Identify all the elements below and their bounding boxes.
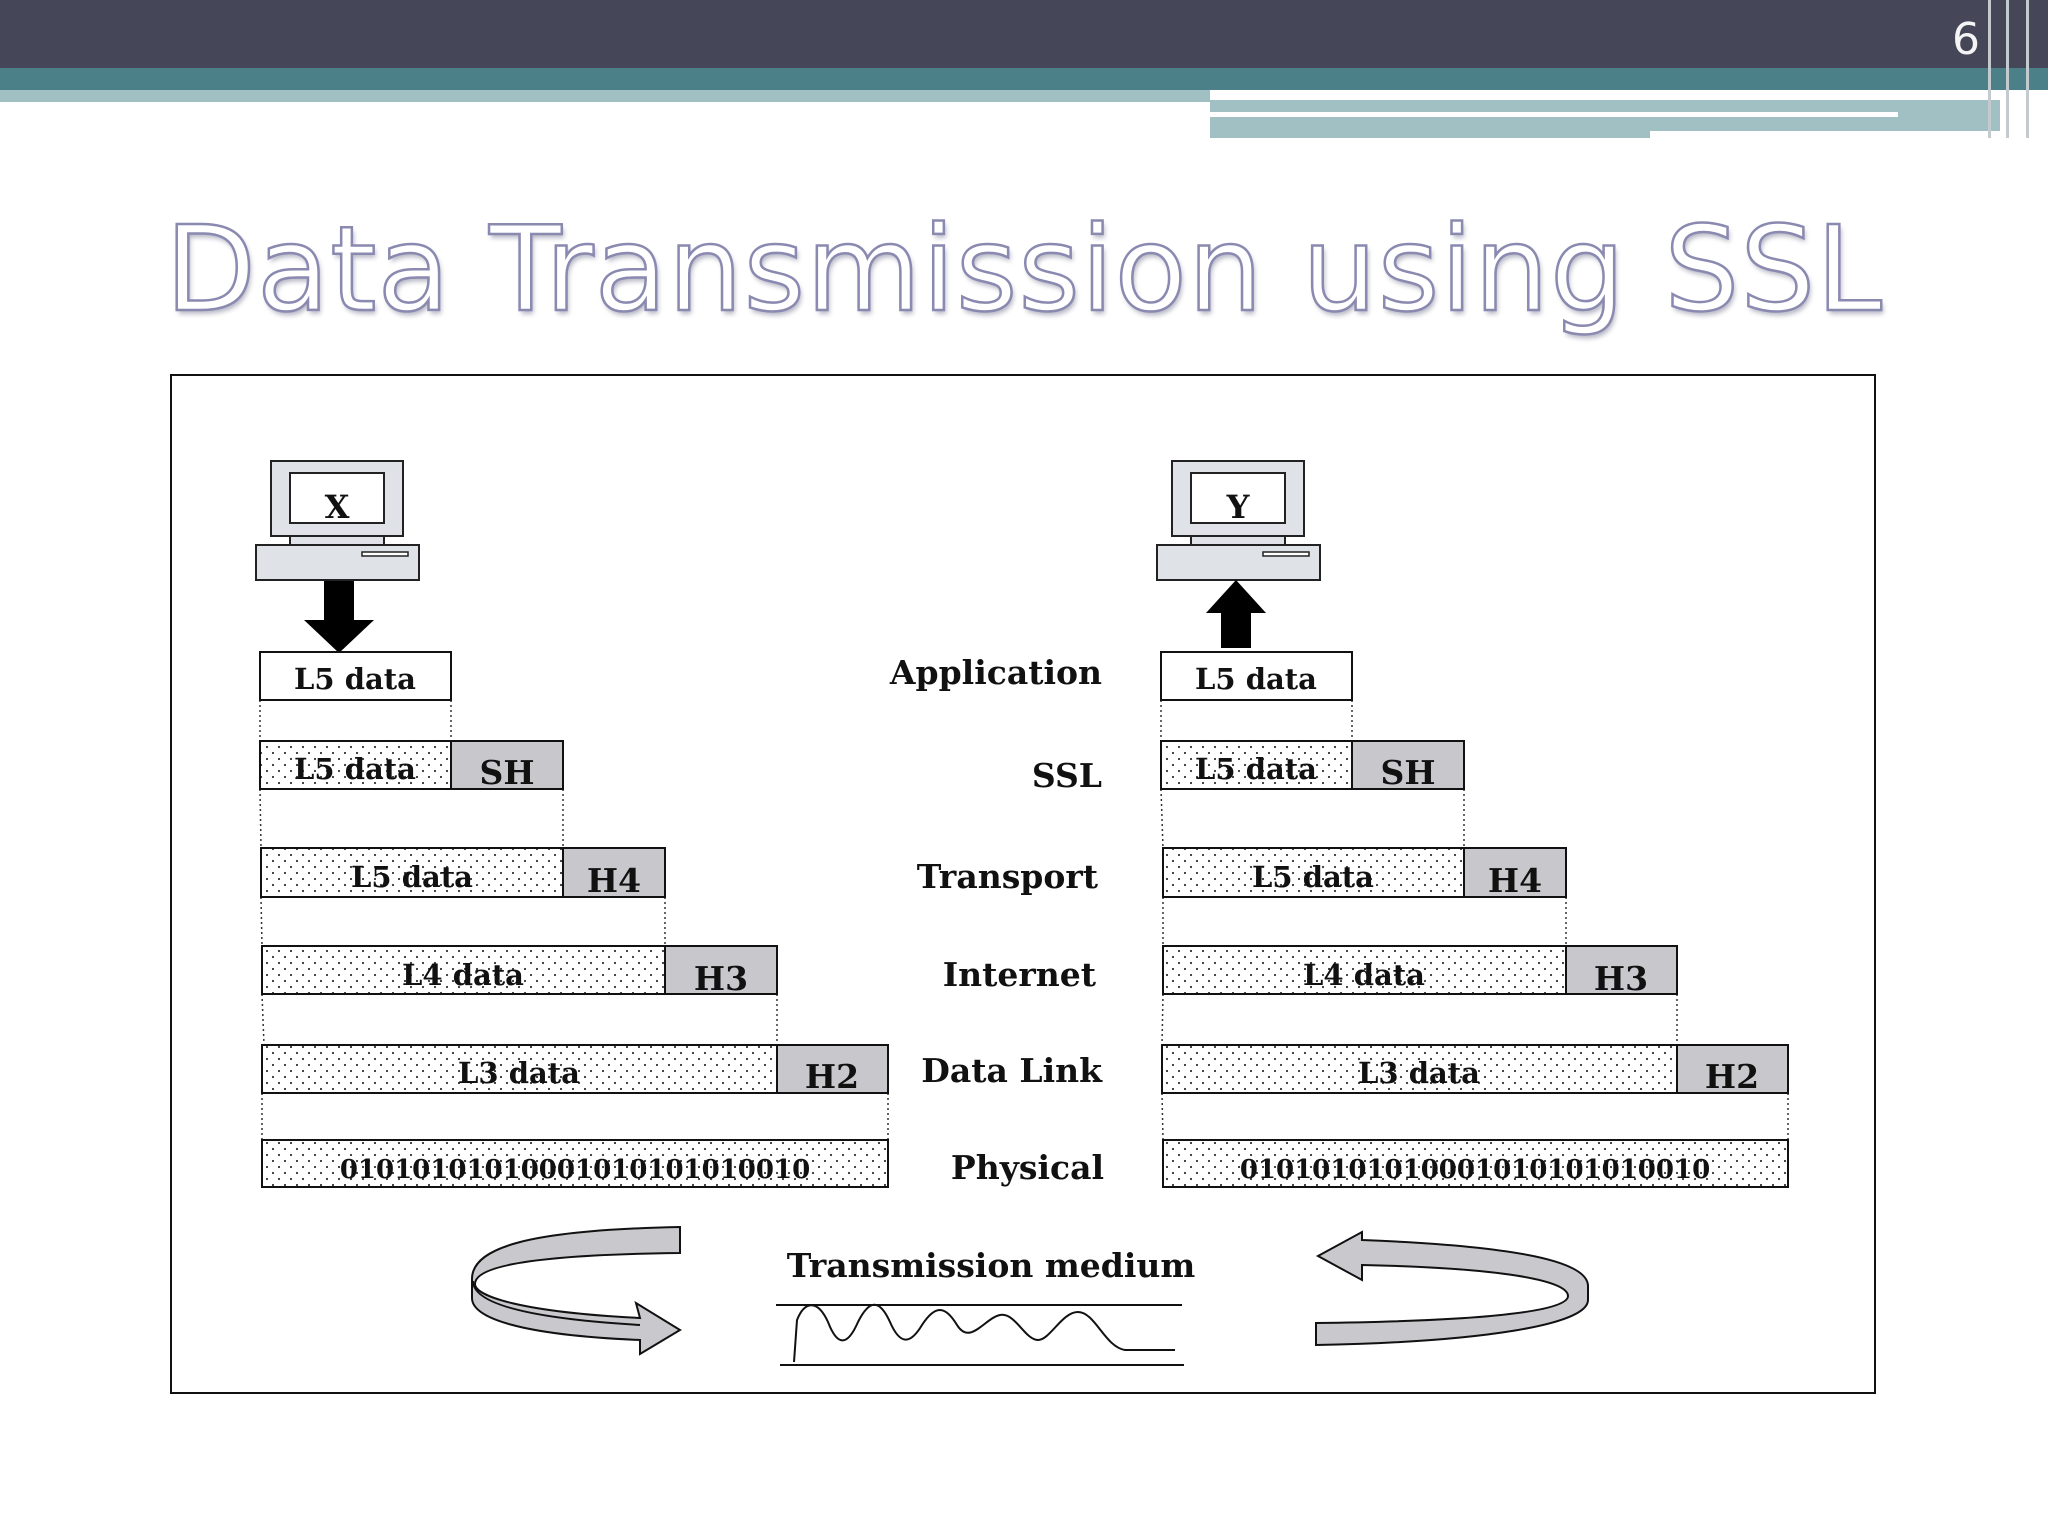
right-row5-bits: 01010101010001010101010010 xyxy=(1240,1155,1710,1185)
left-row1-data: L5 data xyxy=(294,752,416,786)
host-y-label: Y xyxy=(1226,488,1251,526)
left-row5-bits: 01010101010001010101010010 xyxy=(340,1155,810,1185)
layer-labels: Application SSL Transport Internet Data … xyxy=(889,653,1104,1187)
slide-top-bar xyxy=(0,0,2048,68)
white-line-lower xyxy=(1650,131,2048,138)
right-protocol-stack: L5 data L5 data SH L5 data H4 L4 data H3… xyxy=(1160,651,1789,1188)
left-row2-data: L5 data xyxy=(351,860,473,894)
light-stripe-left xyxy=(0,90,1210,102)
layer-label-transport: Transport xyxy=(917,857,1099,896)
right-row2-header: H4 xyxy=(1488,861,1542,900)
white-line-upper xyxy=(1210,112,1898,117)
right-row0-data: L5 data xyxy=(1195,662,1317,696)
diagram-frame xyxy=(170,374,1876,1394)
right-row4-data: L3 data xyxy=(1358,1056,1480,1090)
layer-label-application: Application xyxy=(889,653,1102,692)
left-row3-data: L4 data xyxy=(402,958,524,992)
vertical-accent-line-2 xyxy=(2006,0,2009,138)
layer-label-physical: Physical xyxy=(951,1148,1104,1187)
host-x-label: X xyxy=(325,488,350,526)
left-row1-header: SH xyxy=(479,753,534,792)
left-protocol-stack: L5 data L5 data SH L5 data H4 L4 data H3… xyxy=(259,651,889,1188)
layer-label-internet: Internet xyxy=(943,955,1097,994)
computer-x-icon: X xyxy=(255,460,420,581)
right-row3-data: L4 data xyxy=(1303,958,1425,992)
up-arrow-icon xyxy=(1206,580,1266,648)
computer-y-icon: Y xyxy=(1156,460,1321,581)
teal-stripe xyxy=(0,68,2048,90)
slide-title: Data Transmission using SSL xyxy=(164,199,1883,340)
left-row3-header: H3 xyxy=(694,959,748,998)
vertical-accent-line-1 xyxy=(1988,0,1991,138)
left-row4-header: H2 xyxy=(805,1057,859,1096)
layer-label-data-link: Data Link xyxy=(921,1051,1103,1090)
right-row1-data: L5 data xyxy=(1195,752,1317,786)
layer-label-ssl: SSL xyxy=(1032,756,1102,795)
curved-arrow-left-icon xyxy=(471,1225,682,1356)
transmission-medium-label: Transmission medium xyxy=(787,1246,1196,1285)
right-row3-header: H3 xyxy=(1594,959,1648,998)
vertical-accent-line-3 xyxy=(2026,0,2029,138)
left-row4-data: L3 data xyxy=(458,1056,580,1090)
signal-waveform xyxy=(776,1303,1184,1366)
left-row0-data: L5 data xyxy=(294,662,416,696)
left-row2-header: H4 xyxy=(587,861,641,900)
down-arrow-icon xyxy=(304,581,374,653)
slide-number: 6 xyxy=(1952,14,1980,65)
curved-arrow-right-icon xyxy=(1315,1230,1589,1347)
right-row2-data: L5 data xyxy=(1252,860,1374,894)
right-row4-header: H2 xyxy=(1705,1057,1759,1096)
right-row1-header: SH xyxy=(1380,753,1435,792)
